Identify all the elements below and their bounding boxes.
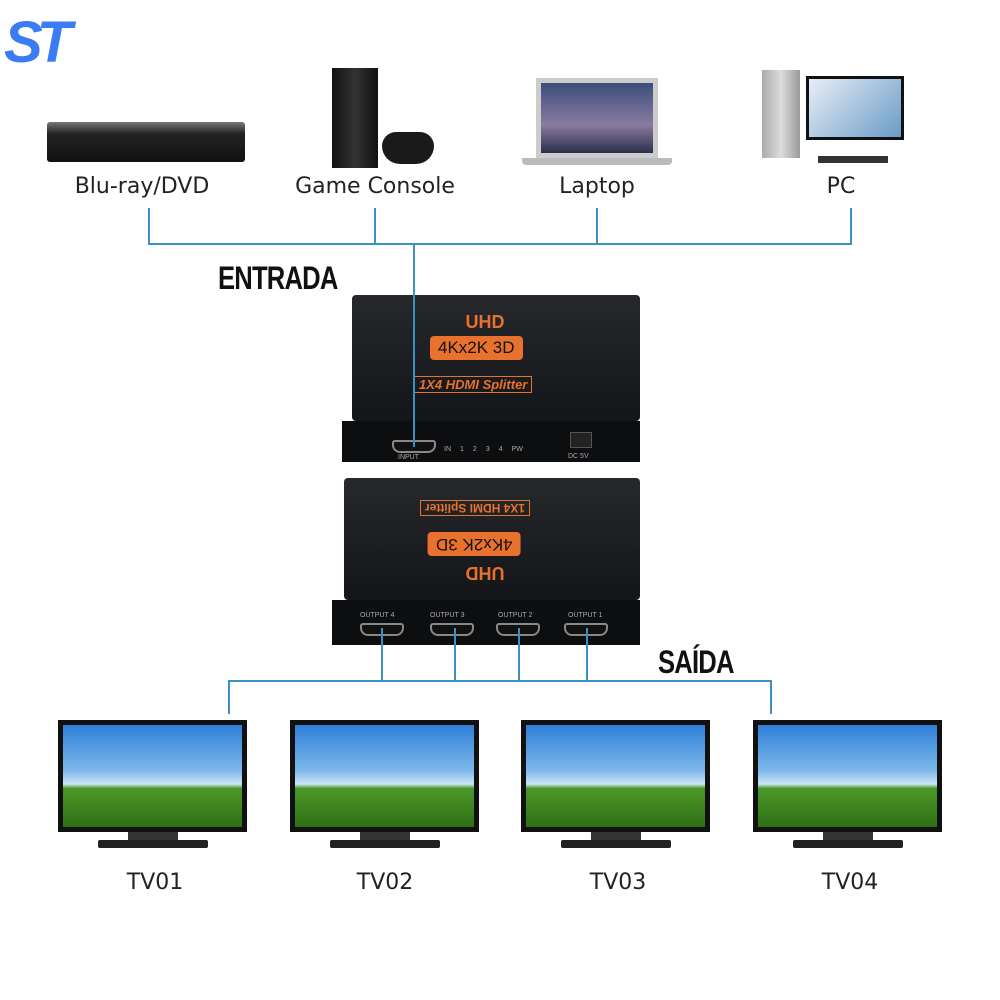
connector-line (596, 208, 598, 244)
uhd-text: UHD (465, 312, 505, 332)
power-jack (570, 432, 592, 448)
led-label: IN (444, 446, 451, 453)
connector-line (454, 628, 456, 681)
connector-line (850, 208, 852, 244)
connector-line (228, 680, 230, 714)
tv-icon (521, 720, 710, 848)
connector-line (148, 243, 852, 245)
source-label: PC (826, 174, 856, 199)
connector-line (586, 628, 588, 681)
model-text: 1X4 HDMI Splitter (420, 500, 531, 516)
led-label: 2 (472, 446, 477, 453)
power-label: DC 5V (568, 453, 589, 460)
output-port-label: OUTPUT 4 (360, 612, 395, 619)
tv-label: TV02 (356, 870, 414, 895)
source-label: Game Console (295, 174, 455, 199)
output-heading: SAÍDA (658, 644, 734, 680)
tv-icon (58, 720, 247, 848)
led-label: 3 (485, 446, 490, 453)
connector-line (381, 628, 383, 681)
monitor-icon (806, 76, 904, 140)
led-label: 1 (460, 446, 464, 453)
hdmi-output-port (430, 623, 474, 636)
uhd-text: UHD (465, 563, 505, 583)
output-port-label: OUTPUT 2 (498, 612, 533, 619)
output-port-label: OUTPUT 3 (430, 612, 465, 619)
input-heading: ENTRADA (218, 260, 338, 296)
output-port-label: OUTPUT 1 (568, 612, 603, 619)
splitter-front-panel (342, 421, 640, 462)
connector-line (518, 628, 520, 681)
source-label: Blu-ray/DVD (74, 174, 210, 199)
connector-line (770, 680, 772, 714)
connector-line (228, 680, 772, 682)
splitter-back-panel (332, 600, 640, 645)
tv-icon (290, 720, 479, 848)
source-label: Laptop (559, 174, 635, 199)
tv-label: TV03 (589, 870, 647, 895)
connector-line (148, 208, 150, 244)
tv-label: TV04 (821, 870, 879, 895)
input-port-label: INPUT (398, 454, 419, 461)
tv-label: TV01 (126, 870, 184, 895)
controller-icon (382, 132, 434, 164)
laptop-base (522, 158, 672, 165)
bluray-player-icon (47, 122, 245, 162)
connector-line (413, 244, 415, 447)
led-label: PW (511, 446, 523, 453)
resolution-badge: 4Kx2K 3D (430, 336, 523, 360)
desktop-pc-icon (762, 70, 800, 158)
connector-line (374, 208, 376, 244)
led-label: 4 (498, 446, 503, 453)
laptop-icon (536, 78, 658, 158)
led-row: IN 1 2 3 4 PW (444, 446, 523, 453)
resolution-badge: 4Kx2K 3D (428, 532, 521, 556)
model-text: 1X4 HDMI Splitter (414, 376, 533, 393)
brand-logo: ST (4, 10, 72, 75)
game-console-icon (332, 68, 378, 168)
keyboard (818, 156, 888, 163)
tv-icon (753, 720, 942, 848)
